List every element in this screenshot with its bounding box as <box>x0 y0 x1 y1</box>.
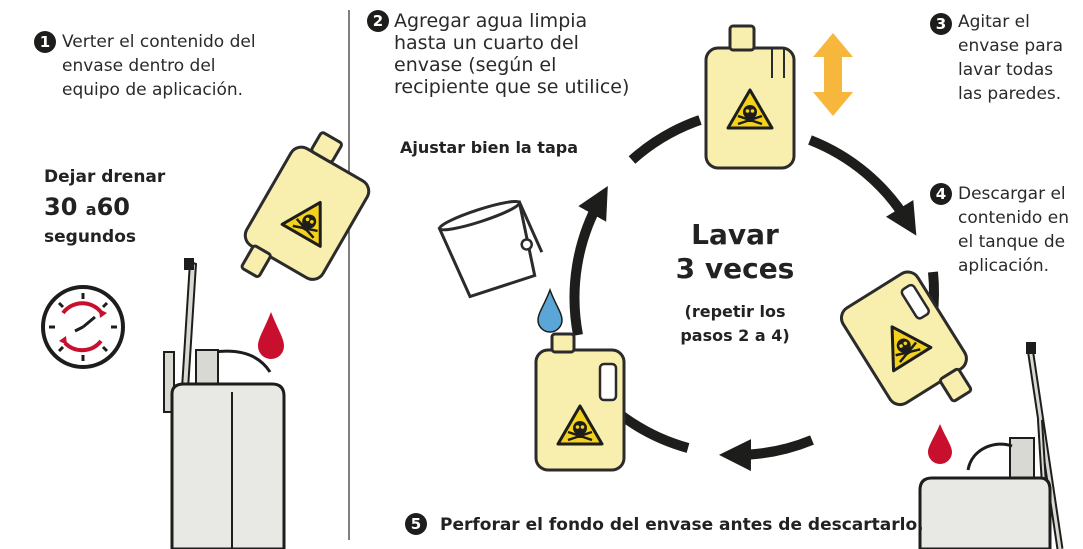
drain-from: 30 <box>44 193 78 221</box>
step-1-text: Verter el contenido del envase dentro de… <box>62 30 256 102</box>
step-3-line: envase para <box>958 36 1064 56</box>
shake-arrows-icon <box>813 33 853 116</box>
step-2-number: 2 <box>367 10 389 32</box>
step-3-line: Agitar el <box>958 12 1030 32</box>
step-5-text: Perforar el fondo del envase antes de de… <box>440 515 924 535</box>
cycle-title-line: 3 veces <box>675 252 795 285</box>
cycle-title-line: Lavar <box>691 218 779 251</box>
bucket-icon <box>437 199 544 299</box>
cycle-subtitle-line: pasos 2 a 4) <box>680 326 790 345</box>
step-4-number: 4 <box>930 183 952 205</box>
step-2-line: hasta un cuarto del <box>394 32 579 54</box>
container-icon <box>839 270 973 407</box>
cycle-subtitle-line: (repetir los <box>684 302 786 321</box>
sprayer-icon <box>163 258 286 549</box>
step-4-line: contenido en <box>958 208 1069 228</box>
container-icon <box>534 332 626 472</box>
liquid-drop-icon <box>258 312 284 359</box>
step-3-number: 3 <box>930 13 952 35</box>
liquid-drop-icon <box>928 424 952 464</box>
step-1-line: envase dentro del <box>62 56 216 76</box>
step-3-text: Agitar el envase para lavar todas las pa… <box>958 10 1063 106</box>
step-2-line: recipiente que se utilice) <box>394 76 630 98</box>
container-icon <box>704 24 796 170</box>
cap-note: Ajustar bien la tapa <box>400 138 578 157</box>
cycle-subtitle: (repetir los pasos 2 a 4) <box>660 300 810 348</box>
step-2-line: envase (según el <box>394 54 557 76</box>
step-1-number: 1 <box>34 31 56 53</box>
step-3-line: las paredes. <box>958 84 1062 104</box>
water-drop-icon <box>537 287 563 333</box>
step-4-text: Descargar el contenido en el tanque de a… <box>958 182 1069 278</box>
drain-to: 60 <box>96 193 130 221</box>
step-3-line: lavar todas <box>958 60 1054 80</box>
step-4-line: Descargar el <box>958 184 1066 204</box>
step-4-line: el tanque de <box>958 232 1066 252</box>
step-2-line: Agregar agua limpia <box>394 10 588 32</box>
drain-time: 30 a60 <box>44 192 130 225</box>
sprayer-icon <box>918 342 1064 549</box>
drain-connector: a <box>85 200 97 219</box>
step-5-number: 5 <box>405 513 427 535</box>
step-1-line: equipo de aplicación. <box>62 80 244 100</box>
step-2-text: Agregar agua limpia hasta un cuarto del … <box>394 10 629 98</box>
container-icon <box>240 131 371 281</box>
clock-icon <box>41 285 125 369</box>
cycle-title: Lavar 3 veces <box>660 218 810 286</box>
step-4-line: aplicación. <box>958 256 1050 276</box>
step-1-line: Verter el contenido del <box>62 32 256 52</box>
drain-title: Dejar drenar <box>44 167 166 187</box>
drain-unit: segundos <box>44 227 136 247</box>
